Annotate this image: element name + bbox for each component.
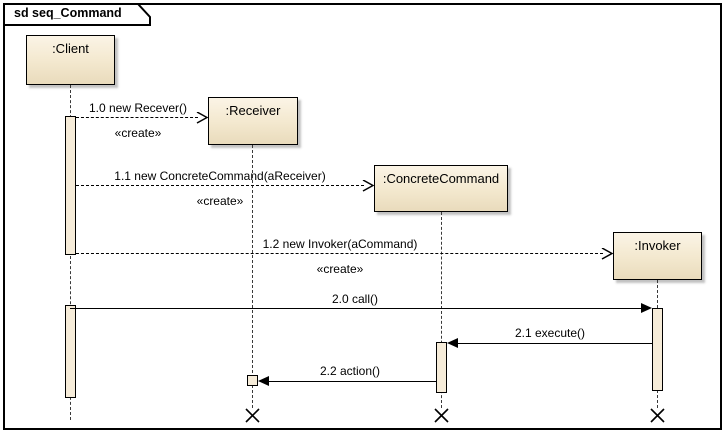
activation-receiver[interactable] [247, 375, 258, 386]
activation-concretecommand[interactable] [436, 342, 447, 393]
activation-client-2[interactable] [65, 305, 76, 398]
message-line-2-1[interactable] [458, 343, 652, 344]
message-label-2-2: 2.2 action() [319, 364, 381, 378]
arrowhead-filled-2-2 [258, 376, 269, 386]
message-line-1-1[interactable] [76, 185, 364, 186]
lifeline-concretecommand [441, 212, 442, 408]
message-stereotype-1-1: «create» [196, 194, 244, 208]
lifeline-head-receiver[interactable]: :Receiver [208, 97, 298, 145]
destruction-marker-receiver [245, 408, 260, 423]
message-label-1-0: 1.0 new Recever() [88, 101, 188, 115]
lifeline-label-concretecommand: :ConcreteCommand [382, 171, 500, 186]
message-line-2-2[interactable] [269, 381, 437, 382]
message-stereotype-1-2: «create» [316, 262, 364, 276]
destruction-marker-invoker [650, 408, 665, 423]
message-label-2-1: 2.1 execute() [514, 326, 586, 340]
lifeline-receiver [252, 145, 253, 408]
lifeline-head-invoker[interactable]: :Invoker [613, 232, 702, 280]
destruction-marker-concretecommand [434, 408, 449, 423]
lifeline-head-concretecommand[interactable]: :ConcreteCommand [374, 165, 508, 212]
message-label-1-2: 1.2 new Invoker(aCommand) [262, 237, 418, 251]
activation-client-1[interactable] [65, 116, 76, 255]
arrowhead-open-1-1 [362, 180, 374, 192]
lifeline-label-receiver: :Receiver [225, 103, 281, 118]
lifeline-head-client[interactable]: :Client [26, 35, 115, 85]
arrowhead-open-1-0 [196, 112, 208, 124]
arrowhead-filled-2-0 [641, 303, 652, 313]
lifeline-label-invoker: :Invoker [634, 238, 681, 253]
activation-invoker[interactable] [652, 308, 663, 391]
message-label-1-1: 1.1 new ConcreteCommand(aReceiver) [114, 169, 326, 183]
message-line-1-2[interactable] [76, 253, 603, 254]
frame-tab-shape [3, 3, 151, 26]
message-label-2-0: 2.0 call() [331, 292, 378, 306]
message-stereotype-1-0: «create» [114, 126, 162, 140]
frame-label-text: sd seq_Command [14, 6, 122, 20]
arrowhead-open-1-2 [601, 248, 613, 260]
message-line-2-0[interactable] [70, 308, 642, 309]
message-line-1-0[interactable] [76, 117, 198, 118]
frame-label-tab: sd seq_Command [3, 3, 151, 26]
arrowhead-filled-2-1 [447, 338, 458, 348]
lifeline-label-client: :Client [52, 41, 89, 56]
sequence-diagram-frame [3, 3, 722, 430]
